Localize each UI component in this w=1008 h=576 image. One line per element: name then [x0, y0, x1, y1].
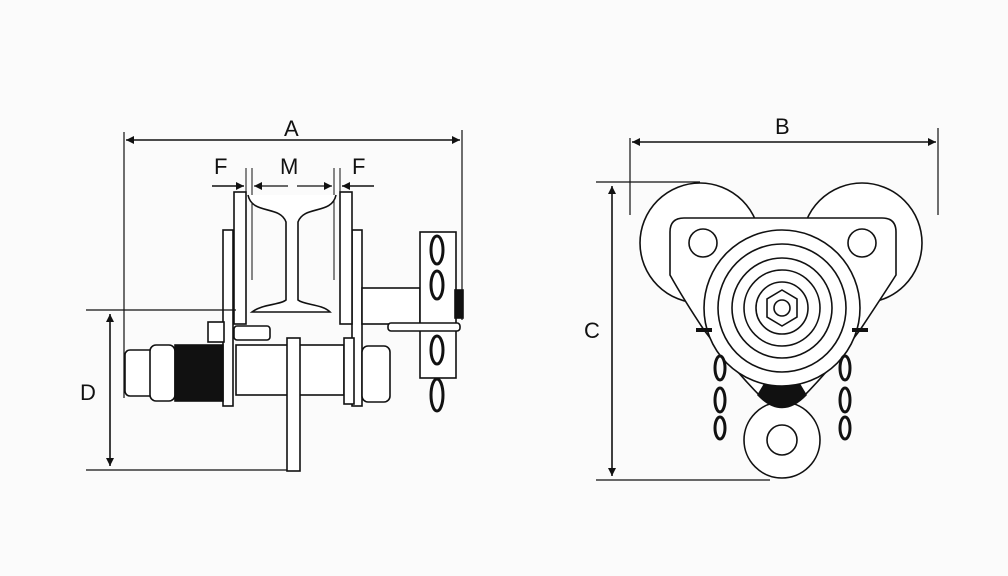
- label-f-left: F: [214, 154, 227, 179]
- label-a: A: [284, 116, 299, 141]
- label-c: C: [584, 318, 600, 343]
- front-view: [596, 128, 939, 481]
- label-d: D: [80, 380, 96, 405]
- label-b: B: [775, 114, 790, 139]
- label-f-right: F: [352, 154, 365, 179]
- side-view: [86, 130, 464, 472]
- label-m: M: [280, 154, 298, 179]
